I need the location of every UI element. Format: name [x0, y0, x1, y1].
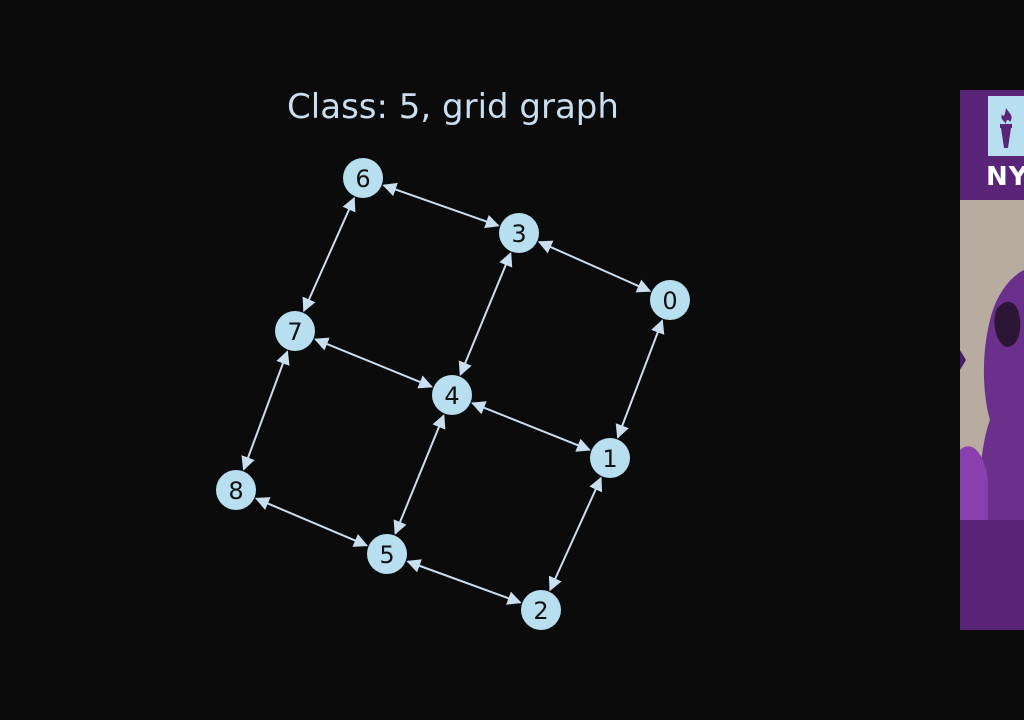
webcam-video — [960, 200, 1024, 520]
node-circle-6 — [343, 158, 383, 198]
edge-6-3 — [382, 182, 500, 229]
node-circle-5 — [367, 534, 407, 574]
edge-6-7 — [302, 196, 356, 313]
edge-4-5 — [393, 414, 446, 535]
node-label-8: 8 — [228, 477, 243, 505]
edge-0-1 — [615, 319, 665, 439]
node-label-3: 3 — [511, 220, 526, 248]
edge-7-4 — [314, 337, 433, 389]
node-5: 5 — [367, 534, 407, 574]
node-circle-4 — [432, 375, 472, 415]
edge-8-5 — [255, 497, 368, 547]
node-0: 0 — [650, 280, 690, 320]
edge-7-8 — [241, 350, 290, 471]
edge-5-2 — [406, 559, 522, 605]
edges-layer — [241, 182, 665, 605]
presenter-figure — [960, 270, 1024, 520]
node-1: 1 — [590, 438, 630, 478]
logo-text: NY — [986, 162, 1024, 192]
node-2: 2 — [521, 590, 561, 630]
node-circle-0 — [650, 280, 690, 320]
logo-box — [988, 96, 1024, 156]
node-6: 6 — [343, 158, 383, 198]
node-circle-8 — [216, 470, 256, 510]
node-circle-7 — [275, 311, 315, 351]
node-label-2: 2 — [533, 597, 548, 625]
node-3: 3 — [499, 213, 539, 253]
node-label-1: 1 — [602, 445, 617, 473]
node-label-5: 5 — [379, 541, 394, 569]
node-label-0: 0 — [662, 287, 677, 315]
graph-title: Class: 5, grid graph — [287, 87, 619, 127]
node-label-4: 4 — [444, 382, 459, 410]
node-label-7: 7 — [287, 318, 302, 346]
node-circle-2 — [521, 590, 561, 630]
webcam-panel: NY — [960, 90, 1024, 630]
node-4: 4 — [432, 375, 472, 415]
node-circle-3 — [499, 213, 539, 253]
torch-icon — [1000, 108, 1012, 148]
node-circle-1 — [590, 438, 630, 478]
edge-1-2 — [548, 476, 603, 592]
edge-3-4 — [458, 252, 513, 376]
panel-lower-band — [960, 520, 1024, 630]
edge-4-1 — [471, 401, 591, 452]
edge-3-0 — [537, 240, 652, 293]
nodes-layer: 0 1 2 3 4 5 6 7 8 — [216, 158, 690, 630]
node-7: 7 — [275, 311, 315, 351]
node-label-6: 6 — [355, 165, 370, 193]
node-8: 8 — [216, 470, 256, 510]
